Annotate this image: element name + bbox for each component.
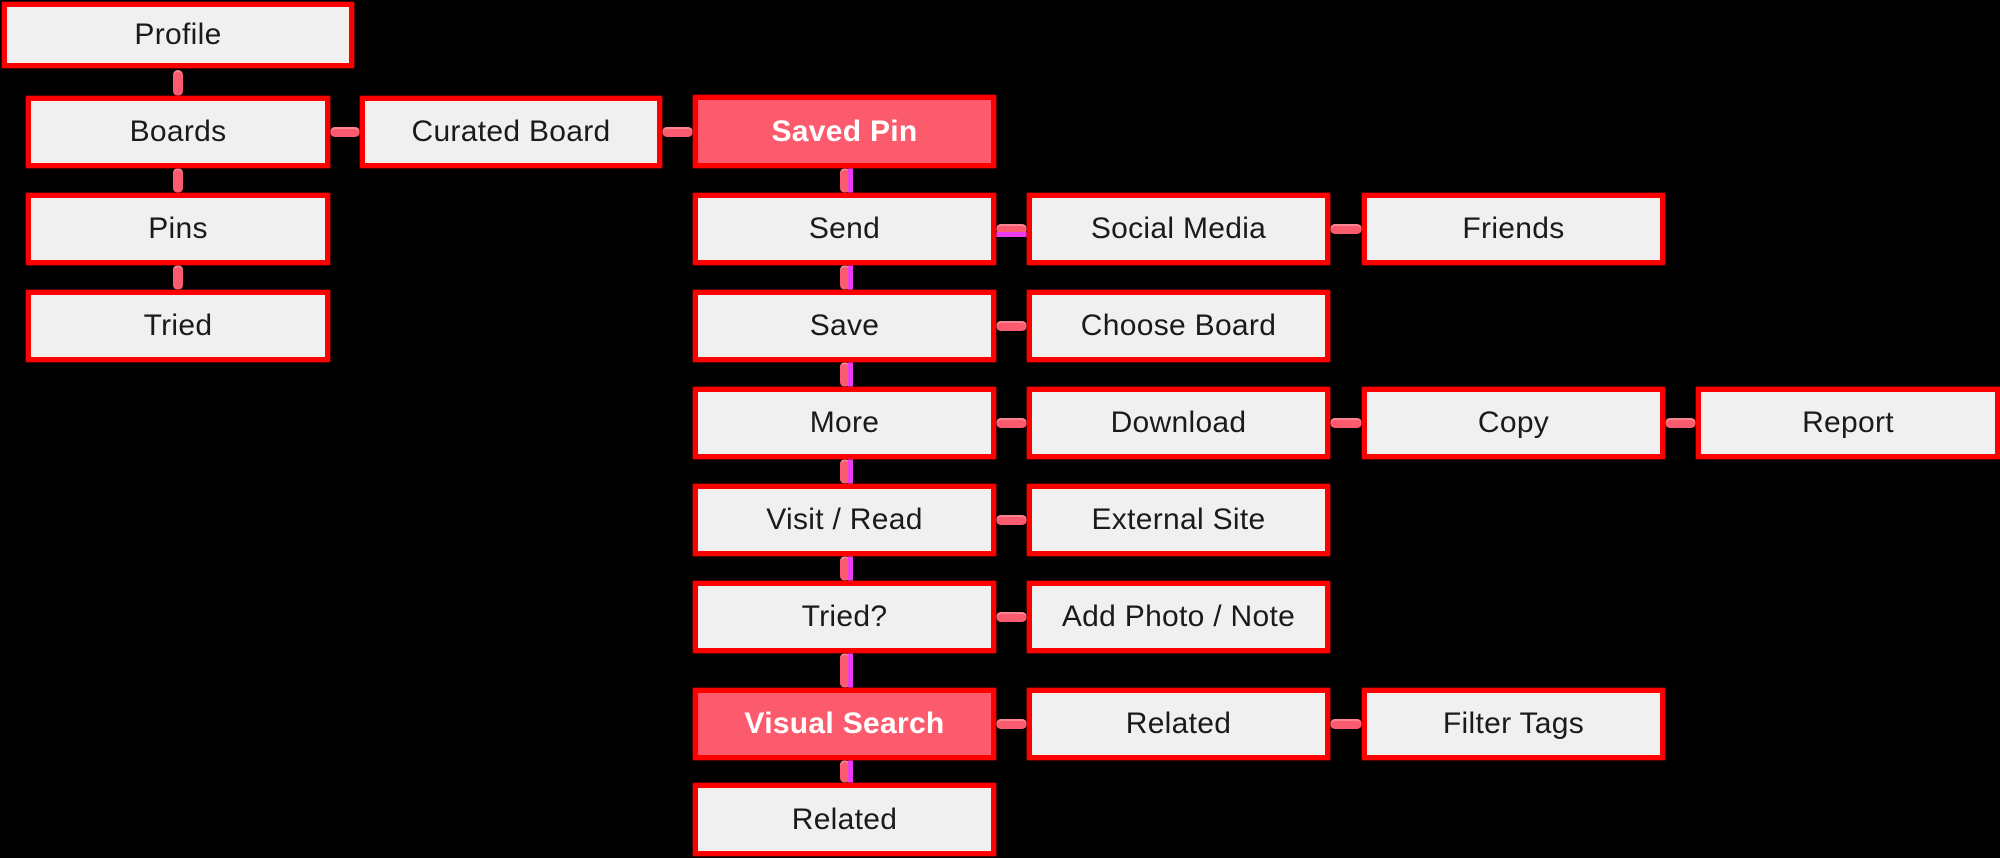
connector-boards-to-curated-board[interactable] (330, 127, 360, 137)
node-social-media[interactable]: Social Media (1027, 193, 1330, 265)
connector-download-to-copy[interactable] (1330, 418, 1362, 428)
node-related[interactable]: Related (1027, 688, 1330, 760)
node-pins[interactable]: Pins (26, 193, 330, 265)
node-label: Saved Pin (771, 114, 918, 148)
connector-related-to-filter-tags[interactable] (1330, 719, 1362, 729)
node-label: Friends (1462, 212, 1565, 245)
node-label: Add Photo / Note (1061, 600, 1296, 633)
node-label: Pins (148, 212, 208, 245)
node-saved-pin[interactable]: Saved Pin (693, 95, 996, 168)
connector-send-to-save[interactable] (840, 263, 853, 292)
node-label: Visual Search (744, 707, 945, 740)
node-label: Filter Tags (1442, 707, 1585, 740)
node-label: Boards (129, 115, 227, 148)
node-send[interactable]: Send (693, 193, 996, 265)
node-visual-search[interactable]: Visual Search (693, 688, 996, 760)
node-label: Download (1110, 406, 1247, 439)
node-boards[interactable]: Boards (26, 96, 330, 168)
node-friends[interactable]: Friends (1362, 193, 1665, 265)
node-label: Tried (143, 309, 213, 342)
connector-profile-to-boards[interactable] (173, 70, 183, 96)
connector-visual-search-to-related[interactable] (996, 719, 1027, 729)
node-label: External Site (1091, 503, 1266, 536)
connector-pins-to-tried[interactable] (173, 265, 183, 290)
node-label: Curated Board (411, 115, 611, 148)
connector-visual-search-to-related-pins[interactable] (840, 758, 853, 785)
node-choose-board[interactable]: Choose Board (1027, 290, 1330, 362)
connector-curated-board-to-saved-pin[interactable] (662, 127, 693, 137)
node-visit-read[interactable]: Visit / Read (693, 484, 996, 556)
connector-social-media-to-friends[interactable] (1330, 224, 1362, 234)
node-label: Report (1802, 406, 1894, 439)
connector-tried-question-to-visual-search[interactable] (840, 651, 853, 690)
node-profile[interactable]: Profile (2, 2, 354, 68)
node-label: Tried? (801, 600, 888, 633)
node-related-pins[interactable]: Related (693, 783, 996, 856)
connector-more-to-download[interactable] (996, 418, 1027, 428)
node-label: Copy (1477, 406, 1550, 439)
node-save[interactable]: Save (693, 290, 996, 362)
node-label: Profile (134, 18, 222, 51)
node-filter-tags[interactable]: Filter Tags (1362, 688, 1665, 760)
connector-boards-to-pins[interactable] (173, 168, 183, 193)
connector-save-to-more[interactable] (840, 360, 853, 389)
node-label: Social Media (1090, 212, 1267, 245)
node-label: Visit / Read (766, 503, 923, 536)
node-curated-board[interactable]: Curated Board (360, 96, 662, 168)
node-add-photo-note[interactable]: Add Photo / Note (1027, 581, 1330, 653)
node-external-site[interactable]: External Site (1027, 484, 1330, 556)
node-tried[interactable]: Tried (26, 290, 330, 362)
node-label: More (809, 406, 880, 439)
connector-tried-question-to-add-photo-note[interactable] (996, 612, 1027, 622)
connector-save-to-choose-board[interactable] (996, 321, 1027, 331)
connector-saved-pin-to-send[interactable] (840, 166, 853, 195)
connector-visit-read-to-tried-question[interactable] (840, 554, 853, 583)
node-label: Choose Board (1080, 309, 1277, 342)
node-tried-question[interactable]: Tried? (693, 581, 996, 653)
connector-send-to-social-media[interactable] (994, 224, 1029, 237)
node-copy[interactable]: Copy (1362, 387, 1665, 459)
node-more[interactable]: More (693, 387, 996, 459)
connector-visit-read-to-external-site[interactable] (996, 515, 1027, 525)
node-report[interactable]: Report (1696, 387, 2000, 459)
node-label: Related (1125, 707, 1232, 740)
node-label: Send (808, 212, 881, 245)
connector-more-to-visit-read[interactable] (840, 457, 853, 486)
node-download[interactable]: Download (1027, 387, 1330, 459)
node-label: Save (809, 309, 880, 342)
connector-copy-to-report[interactable] (1665, 418, 1696, 428)
node-label: Related (791, 802, 898, 836)
